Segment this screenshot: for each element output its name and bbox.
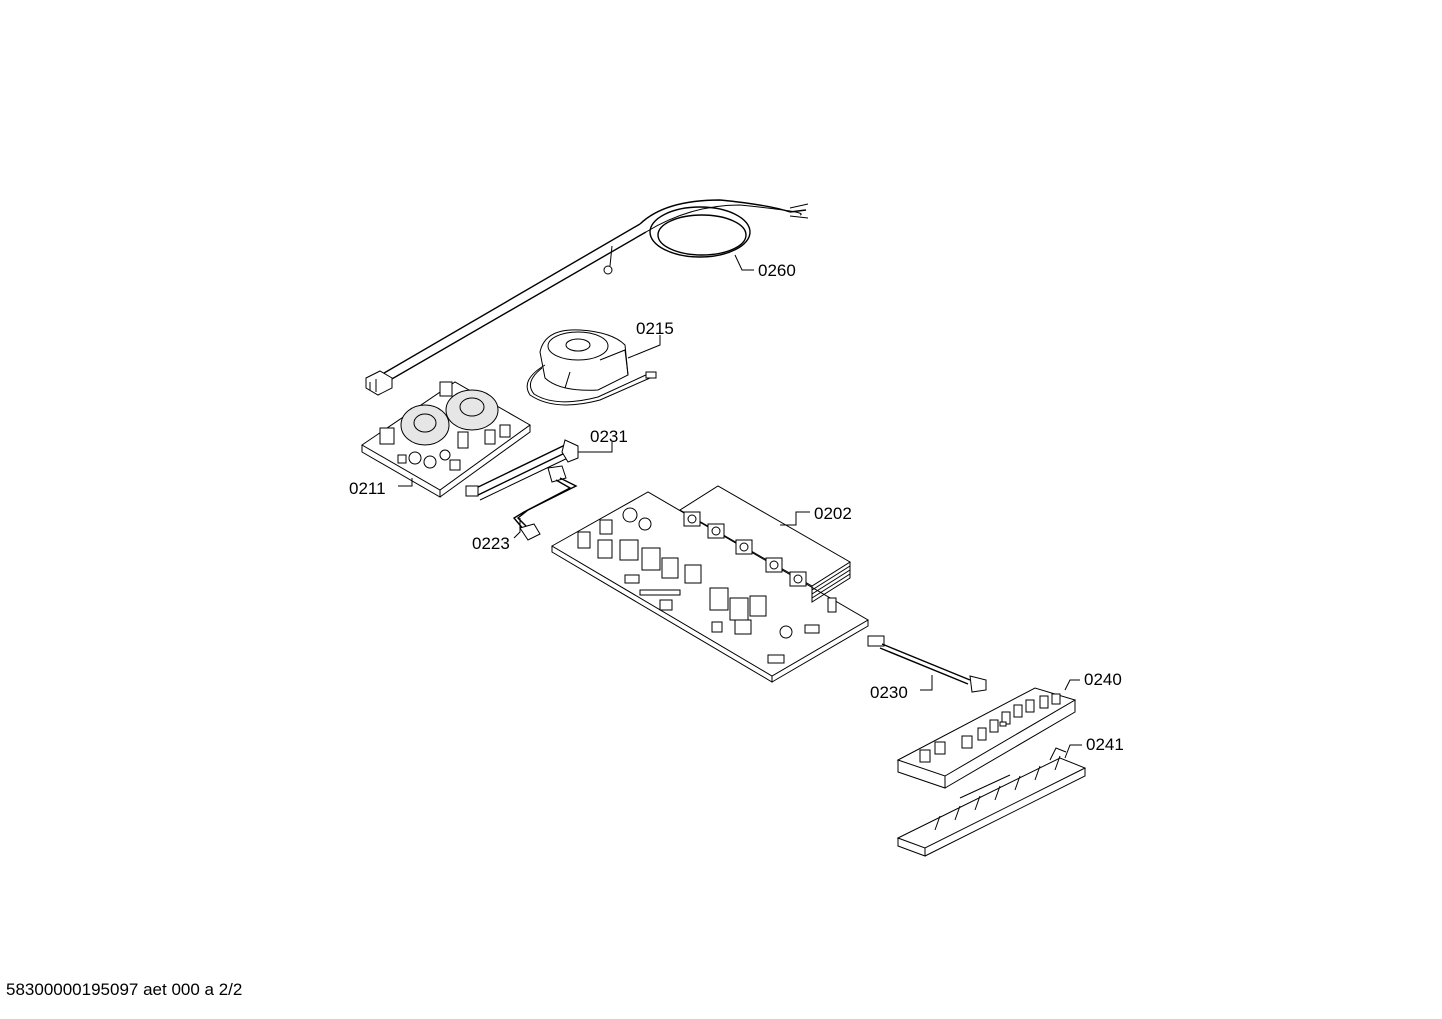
leader-lines: [398, 254, 1082, 759]
filter-board-drawing: [361, 381, 531, 498]
part-label-0211: 0211: [349, 479, 386, 498]
part-label-0223: 0223: [472, 534, 510, 553]
part-label-0215: 0215: [636, 319, 674, 338]
part-label-0230: 0230: [870, 683, 908, 702]
holder-bracket-drawing: [896, 747, 1087, 857]
part-label-0260: 0260: [758, 261, 796, 280]
wire-harness-0230-drawing: [867, 635, 987, 693]
fan-blower-drawing: [526, 329, 657, 406]
part-label-0241: 0241: [1086, 735, 1124, 754]
document-reference-number: 58300000195097 aet 000 a 2/2: [6, 980, 243, 999]
wire-harness-0231-drawing: [465, 439, 579, 501]
control-board-drawing: [896, 687, 1077, 789]
part-label-0231: 0231: [590, 427, 628, 446]
power-cable-drawing: [365, 199, 809, 396]
part-label-0202: 0202: [814, 504, 852, 523]
wire-harness-0223-drawing: [512, 465, 578, 541]
main-board-drawing: [550, 485, 869, 683]
part-label-0240: 0240: [1084, 670, 1122, 689]
